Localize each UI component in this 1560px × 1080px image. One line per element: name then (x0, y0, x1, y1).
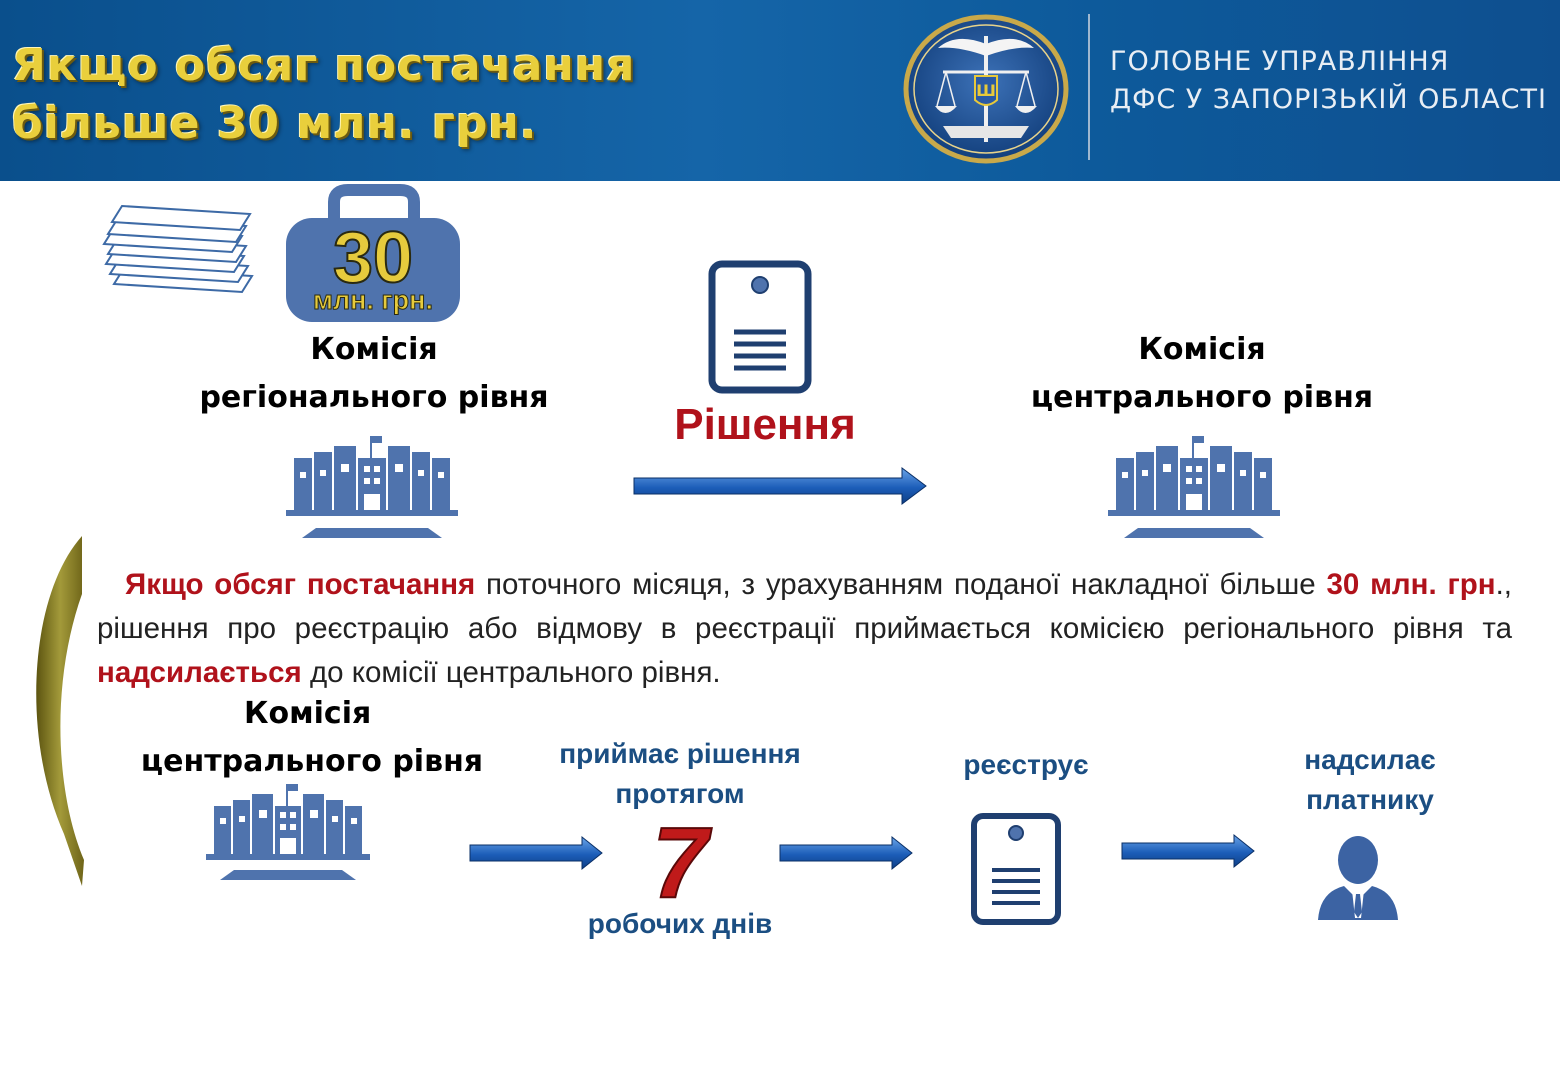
central-top-label-line1: Комісія (1138, 332, 1266, 367)
building-icon (206, 784, 370, 880)
header-divider (1088, 14, 1090, 160)
description-paragraph: Якщо обсяг постачання поточного місяця, … (97, 563, 1512, 695)
step-decide-line1: приймає рішення (559, 738, 801, 769)
svg-text:Ш: Ш (976, 81, 996, 100)
para-highlight-amount: 30 млн. грн (1326, 568, 1496, 601)
arrow-right-icon (1121, 833, 1255, 869)
building-icon (286, 436, 458, 538)
para-text-1: поточного місяця, з урахуванням поданої … (475, 568, 1327, 601)
para-text-2: ., рішення про реєстрацію або відмову в … (97, 568, 1512, 645)
money-stack-icon (102, 204, 254, 294)
days-label: робочих днів (587, 908, 773, 939)
para-highlight-sent: надсилається (97, 656, 302, 689)
regional-label-line1: Комісія (310, 332, 438, 367)
step-decide-label: приймає рішення протягом (530, 734, 830, 814)
arrow-right-icon (779, 835, 913, 871)
step-register-label: реєструє (963, 749, 1089, 780)
header-banner (0, 0, 1560, 181)
page-title-line1: Якщо обсяг постачання (12, 40, 636, 91)
briefcase-icon: 30 млн. грн. (286, 184, 460, 322)
central-commission-label-top: Комісія центрального рівня (1002, 326, 1402, 422)
document-icon (971, 813, 1061, 925)
step-decide-line2: протягом (615, 778, 745, 809)
para-text-3: до комісії центрального рівня. (301, 656, 721, 689)
org-name-line2: ДФС У ЗАПОРІЗЬКІЙ ОБЛАСТІ (1110, 84, 1547, 115)
central-bottom-label-line2: центрального рівня (140, 744, 484, 779)
arrow-right-icon (633, 467, 927, 505)
curved-bracket-decoration (36, 536, 84, 886)
step-send-line2: платнику (1306, 784, 1434, 815)
org-name-line1: ГОЛОВНЕ УПРАВЛІННЯ (1110, 46, 1450, 77)
step-send-label: надсилає платнику (1270, 740, 1470, 820)
central-top-label-line2: центрального рівня (1030, 380, 1374, 415)
central-bottom-label-line1: Комісія (244, 696, 372, 731)
para-highlight-volume: Якщо обсяг постачання (125, 568, 476, 601)
building-icon (1108, 436, 1280, 538)
regional-commission-label: Комісія регіонального рівня (174, 326, 574, 422)
step-send-line1: надсилає (1304, 744, 1436, 775)
regional-label-line2: регіонального рівня (199, 380, 549, 415)
emblem-icon: Ш (903, 14, 1069, 164)
arrow-right-icon (469, 835, 603, 871)
decision-label: Рішення (674, 400, 856, 449)
badge-unit: млн. грн. (313, 285, 433, 315)
central-commission-label-bottom: Комісія центрального рівня (112, 690, 512, 786)
person-icon (1318, 836, 1398, 920)
page-title-line2: більше 30 млн. грн. (12, 98, 538, 149)
badge-number: 30 (333, 218, 413, 298)
days-number: 7 (651, 807, 709, 919)
document-icon (708, 260, 812, 394)
